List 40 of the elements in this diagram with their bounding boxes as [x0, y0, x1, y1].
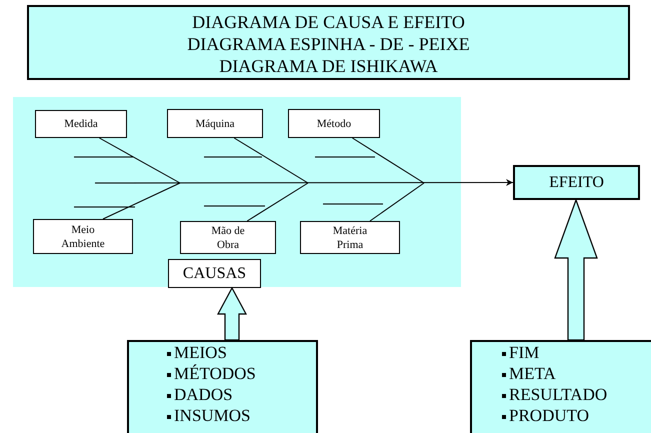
list-item: INSUMOS	[167, 405, 251, 426]
bone-line	[98, 138, 180, 184]
box-label: Matéria Prima	[332, 224, 368, 252]
list-item: DADOS	[167, 384, 233, 405]
box-label: Método	[316, 118, 352, 130]
bone-line	[370, 182, 424, 222]
causes-list-box	[127, 340, 318, 433]
list-item: FIM	[502, 342, 540, 363]
block-arrow	[217, 286, 247, 341]
title-text: DIAGRAMA DE CAUSA E EFEITO	[192, 11, 465, 33]
category-box	[180, 221, 276, 254]
box-label: CAUSAS	[182, 264, 246, 282]
box-label: EFEITO	[549, 174, 604, 192]
list-item: PRODUTO	[502, 405, 589, 426]
effect-box	[513, 165, 640, 200]
arrow	[94, 179, 514, 186]
list-item: META	[502, 363, 556, 384]
category-box	[33, 219, 133, 254]
list-item: MEIOS	[167, 342, 227, 363]
list-item: RESULTADO	[502, 384, 608, 405]
bone-line	[352, 138, 424, 184]
bone-line	[234, 138, 308, 184]
diagram-panel	[13, 97, 461, 287]
block-arrow	[554, 198, 598, 341]
box-label: Medida	[64, 118, 98, 130]
causes-box	[168, 259, 261, 288]
list-item: MÉTODOS	[167, 363, 256, 384]
category-box	[167, 109, 263, 138]
box-label: Máquina	[195, 118, 235, 130]
title-box	[27, 5, 630, 80]
effects-list-box	[470, 340, 651, 433]
bone-line	[246, 182, 308, 222]
category-box	[288, 109, 380, 138]
category-box	[300, 221, 400, 254]
box-label: Meio Ambiente	[60, 222, 106, 250]
title-text: DIAGRAMA DE ISHIKAWA	[219, 55, 438, 77]
box-label: Mão de Obra	[210, 224, 246, 252]
category-box	[35, 110, 127, 138]
title-text: DIAGRAMA ESPINHA - DE - PEIXE	[187, 33, 470, 55]
bone-line	[102, 182, 180, 220]
